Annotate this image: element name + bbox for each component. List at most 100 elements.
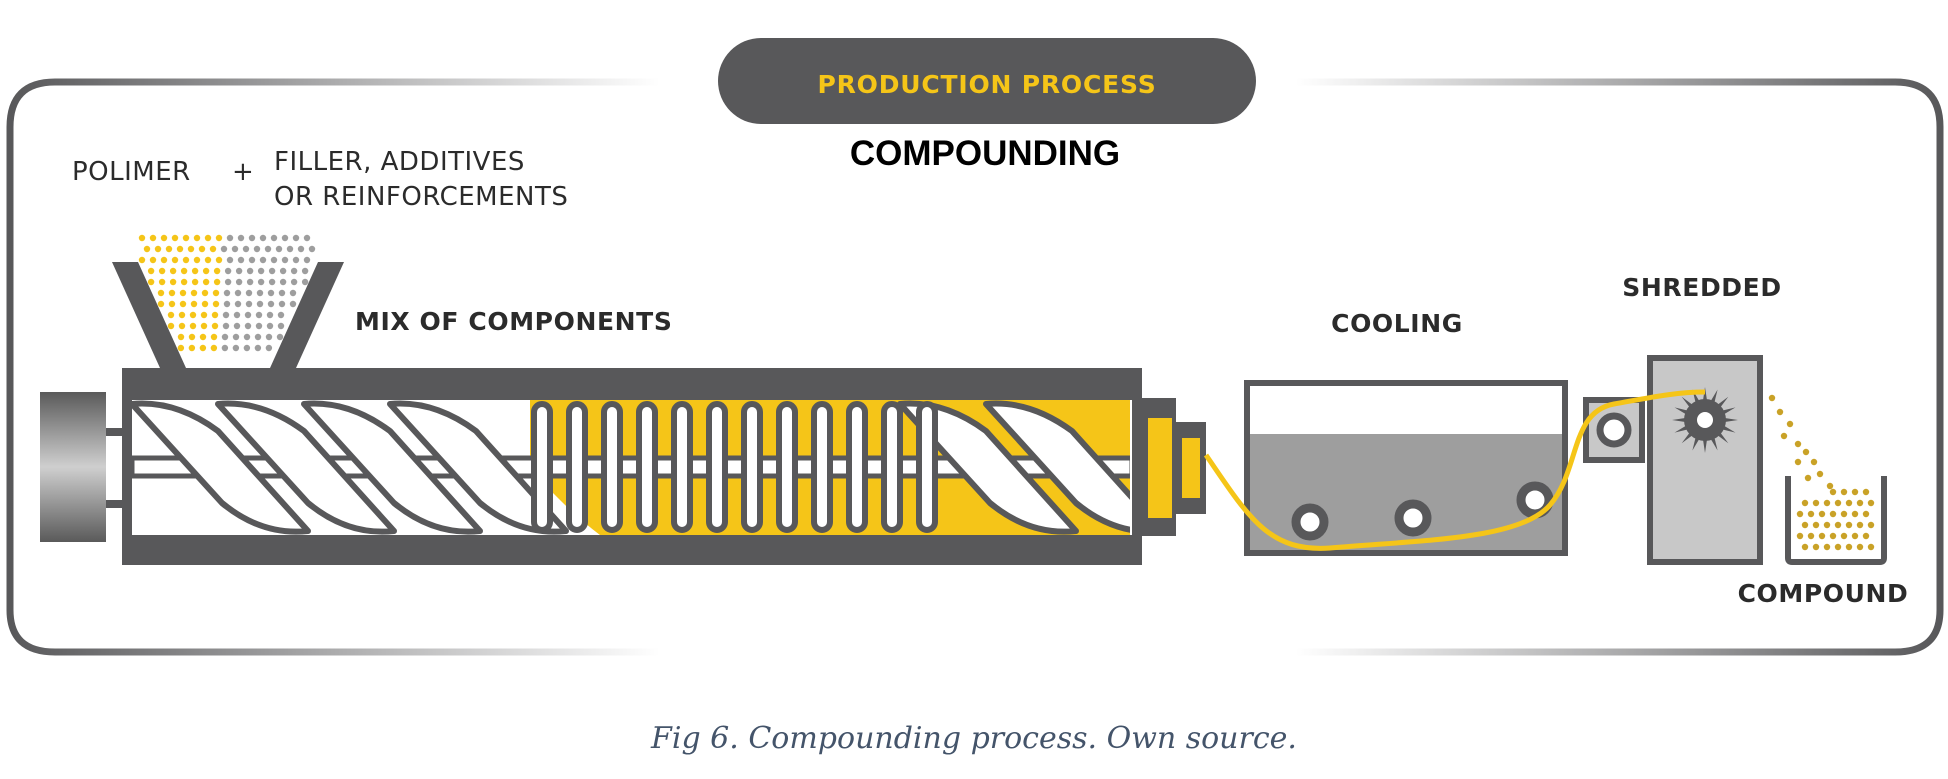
filler-particle: [277, 322, 285, 330]
cutter-axle: [1697, 412, 1713, 428]
polymer-pellet: [198, 245, 206, 253]
cutter-tooth: [1710, 389, 1718, 404]
granule: [1851, 510, 1859, 518]
granule: [1867, 521, 1875, 529]
filler-particle: [279, 267, 287, 275]
granule: [1818, 532, 1826, 540]
filler-particle: [232, 333, 240, 341]
granule: [1840, 488, 1848, 496]
extruder-barrel: [122, 368, 1142, 565]
filler-particle: [268, 267, 276, 275]
outer-frame: [6, 78, 1944, 656]
granule: [1845, 499, 1853, 507]
kneading-disc: [601, 401, 623, 533]
polymer-pellet: [180, 267, 188, 275]
granule: [1834, 543, 1842, 551]
filler-particle: [290, 267, 298, 275]
filler-particle: [259, 256, 267, 264]
mix-of-components-label: MIX OF COMPONENTS: [355, 307, 672, 336]
granule: [1801, 543, 1809, 551]
filler-particle: [290, 278, 298, 286]
filler-particle: [308, 245, 316, 253]
filler-particle: [289, 300, 297, 308]
granule: [1812, 521, 1820, 529]
shredder: [1583, 355, 1763, 565]
filler-particle: [254, 344, 262, 352]
polymer-pellet: [157, 300, 165, 308]
polymer-pellet: [179, 300, 187, 308]
filler-particle: [270, 256, 278, 264]
filler-particle: [243, 333, 251, 341]
polymer-pellet: [160, 256, 168, 264]
polymer-pellet: [191, 278, 199, 286]
diagram-title: COMPOUNDING: [850, 134, 1120, 173]
granule: [1786, 420, 1794, 428]
cutter-tooth: [1721, 425, 1736, 433]
filler-particle: [281, 234, 289, 242]
granule: [1823, 521, 1831, 529]
filler-particle: [246, 278, 254, 286]
granule: [1829, 488, 1837, 496]
filler-particle: [222, 311, 230, 319]
granule: [1801, 521, 1809, 529]
filler-particle: [253, 245, 261, 253]
kneading-disc: [566, 401, 588, 533]
polymer-pellet: [178, 311, 186, 319]
granule: [1826, 482, 1834, 490]
polymer-pellet: [178, 322, 186, 330]
polymer-pellet: [149, 234, 157, 242]
granule: [1851, 532, 1859, 540]
filler-particle: [256, 289, 264, 297]
extrusion-die: [1142, 398, 1206, 536]
filler-particle: [220, 245, 228, 253]
polymer-pellet: [167, 322, 175, 330]
polymer-pellet: [138, 256, 146, 264]
granule: [1796, 532, 1804, 540]
granule: [1829, 510, 1837, 518]
filler-particle: [259, 234, 267, 242]
polymer-pellet: [202, 278, 210, 286]
screw-flight: [301, 400, 483, 535]
filler-particle: [264, 245, 272, 253]
filler-particle: [224, 267, 232, 275]
filler-particle: [234, 300, 242, 308]
guide-rollers: [1291, 481, 1554, 541]
polymer-pellet: [188, 344, 196, 352]
polymer-pellet: [201, 300, 209, 308]
filler-particle: [235, 278, 243, 286]
filler-particle: [237, 234, 245, 242]
polymer-pellet: [168, 289, 176, 297]
extruder-screw: [130, 400, 1130, 535]
polymer-pellet: [169, 267, 177, 275]
polymer-pellet: [193, 234, 201, 242]
granule: [1780, 432, 1788, 440]
polymer-pellet: [212, 289, 220, 297]
filler-particle: [232, 344, 240, 352]
kneading-disc: [846, 401, 868, 533]
filler-particle: [270, 234, 278, 242]
cutter-tooth: [1723, 417, 1738, 423]
filler-particle: [257, 267, 265, 275]
polymer-pellet: [204, 256, 212, 264]
polymer-pellet: [189, 322, 197, 330]
filler-particle: [221, 344, 229, 352]
polymer-pellet: [190, 289, 198, 297]
granule: [1816, 470, 1824, 478]
polymer-pellet: [210, 344, 218, 352]
filler-particle: [292, 234, 300, 242]
kneading-disc: [531, 401, 553, 533]
polymer-pellet: [215, 234, 223, 242]
granule: [1796, 510, 1804, 518]
granule: [1834, 499, 1842, 507]
granule: [1776, 408, 1784, 416]
filler-particle: [257, 278, 265, 286]
polymer-pellet: [191, 267, 199, 275]
polymer-pellet: [160, 234, 168, 242]
granule: [1856, 521, 1864, 529]
guide-roller: [1291, 503, 1329, 541]
feed-hopper: [112, 234, 344, 368]
filler-particle: [286, 245, 294, 253]
cutter-gear-icon: [1672, 387, 1738, 453]
filler-particle: [243, 344, 251, 352]
